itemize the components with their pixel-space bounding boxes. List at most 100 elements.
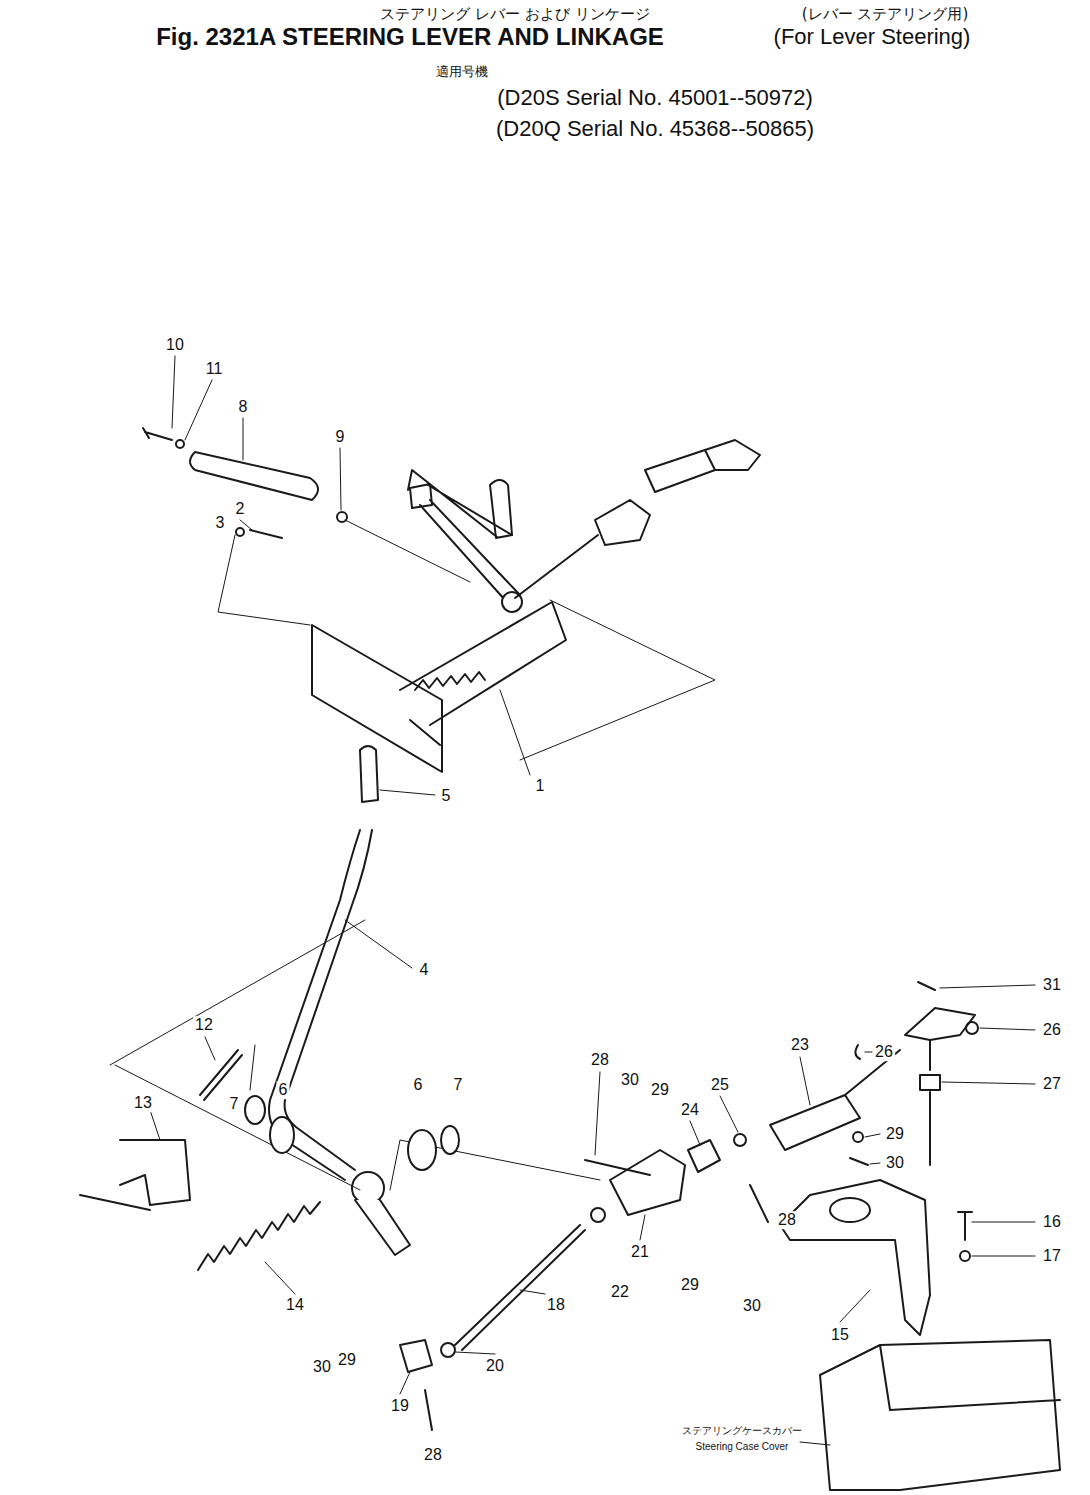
leader-line bbox=[980, 1028, 1035, 1030]
leader-line bbox=[265, 1262, 295, 1294]
callout-number: 27 bbox=[1041, 1075, 1063, 1093]
bushing bbox=[270, 1117, 294, 1153]
callout-number: 16 bbox=[1041, 1213, 1063, 1231]
leader-line bbox=[840, 1290, 870, 1322]
spring bbox=[198, 1202, 320, 1270]
leader-line bbox=[800, 1442, 830, 1445]
callout-number: 6 bbox=[412, 1076, 425, 1094]
leader-line bbox=[380, 790, 435, 795]
pin bbox=[585, 1160, 650, 1175]
callout-number: 23 bbox=[789, 1036, 811, 1054]
pin bbox=[855, 1040, 940, 1165]
clevis bbox=[688, 1140, 720, 1172]
steering-arm bbox=[780, 1180, 930, 1335]
washer bbox=[853, 1132, 863, 1142]
cylinder bbox=[770, 1050, 900, 1150]
callout-number: 5 bbox=[440, 787, 453, 805]
header-text: (D20Q Serial No. 45368--50865) bbox=[494, 117, 816, 141]
callout-number: 15 bbox=[829, 1326, 851, 1344]
cylinder bbox=[645, 440, 760, 492]
cotter-pin bbox=[850, 1158, 868, 1165]
callout-number: 30 bbox=[311, 1358, 333, 1376]
callout-number: 29 bbox=[649, 1081, 671, 1099]
callout-number: 22 bbox=[609, 1283, 631, 1301]
callout-number: 29 bbox=[336, 1351, 358, 1369]
leader-line bbox=[865, 1134, 880, 1137]
callout-number: 28 bbox=[589, 1051, 611, 1069]
part-note: ステアリングケースカバー bbox=[680, 1425, 804, 1436]
bolt bbox=[250, 530, 282, 538]
callout-number: 24 bbox=[679, 1101, 701, 1119]
callout-number: 7 bbox=[228, 1095, 241, 1113]
callout-number: 29 bbox=[679, 1276, 701, 1294]
leader-line bbox=[942, 1082, 1035, 1084]
callout-number: 8 bbox=[237, 398, 250, 416]
bracket-plate bbox=[312, 602, 566, 772]
bushing bbox=[245, 1096, 265, 1124]
callout-number: 17 bbox=[1041, 1247, 1063, 1265]
leader-line bbox=[150, 1110, 160, 1140]
callout-number: 28 bbox=[776, 1211, 798, 1229]
nut bbox=[591, 1208, 605, 1222]
spring bbox=[415, 672, 485, 690]
leader-line bbox=[520, 1290, 545, 1294]
leader-line bbox=[345, 920, 412, 968]
lever-grip bbox=[360, 746, 378, 802]
leader-line bbox=[595, 1072, 600, 1155]
callout-number: 12 bbox=[193, 1016, 215, 1034]
callout-number: 19 bbox=[389, 1397, 411, 1415]
steering-lever bbox=[408, 470, 520, 600]
bolt bbox=[200, 1050, 242, 1100]
leader-line bbox=[340, 448, 341, 510]
callout-number: 30 bbox=[741, 1297, 763, 1315]
callout-number: 30 bbox=[884, 1154, 906, 1172]
steering-lever bbox=[269, 830, 372, 1180]
header-text: (D20S Serial No. 45001--50972) bbox=[495, 86, 815, 110]
reference-line bbox=[110, 920, 600, 1190]
reference-line bbox=[218, 520, 715, 760]
callout-number: 31 bbox=[1041, 976, 1063, 994]
seal bbox=[441, 1126, 459, 1154]
valve-block bbox=[610, 1150, 685, 1215]
leader-line bbox=[720, 1096, 738, 1132]
leader-line bbox=[640, 1215, 645, 1240]
callout-number: 1 bbox=[534, 777, 547, 795]
pin bbox=[750, 1185, 768, 1222]
washer bbox=[236, 528, 244, 536]
callout-number: 26 bbox=[873, 1043, 895, 1061]
part-note: Steering Case Cover bbox=[694, 1441, 791, 1452]
callout-number: 29 bbox=[884, 1125, 906, 1143]
leader-line bbox=[205, 1037, 215, 1060]
lever-arm bbox=[905, 1008, 975, 1040]
bracket bbox=[80, 1140, 190, 1210]
leader-line bbox=[800, 1057, 810, 1105]
callout-number: 25 bbox=[709, 1076, 731, 1094]
bolt bbox=[143, 428, 172, 440]
clevis bbox=[400, 1340, 432, 1372]
case-cover bbox=[820, 1340, 1060, 1490]
nut bbox=[441, 1343, 455, 1357]
lever-arm bbox=[355, 1200, 410, 1255]
callout-number: 30 bbox=[619, 1071, 641, 1089]
rod bbox=[515, 535, 598, 598]
callout-number: 20 bbox=[484, 1357, 506, 1375]
callout-number: 9 bbox=[334, 428, 347, 446]
leader-line bbox=[870, 1163, 880, 1164]
shaft bbox=[190, 452, 318, 500]
leader-line bbox=[240, 520, 252, 530]
leader-line bbox=[690, 1121, 700, 1145]
callout-number: 14 bbox=[284, 1296, 306, 1314]
callout-number: 6 bbox=[277, 1081, 290, 1099]
bolt bbox=[958, 1212, 972, 1240]
callout-number: 3 bbox=[214, 514, 227, 532]
washer bbox=[176, 440, 184, 448]
washer bbox=[960, 1251, 970, 1261]
leader-line bbox=[865, 1052, 872, 1053]
header-text: 適用号機 bbox=[434, 65, 490, 79]
callout-number: 28 bbox=[422, 1446, 444, 1464]
callout-number: 26 bbox=[1041, 1021, 1063, 1039]
leader-line bbox=[940, 985, 1035, 988]
callout-number: 18 bbox=[545, 1296, 567, 1314]
callout-number: 10 bbox=[164, 336, 186, 354]
